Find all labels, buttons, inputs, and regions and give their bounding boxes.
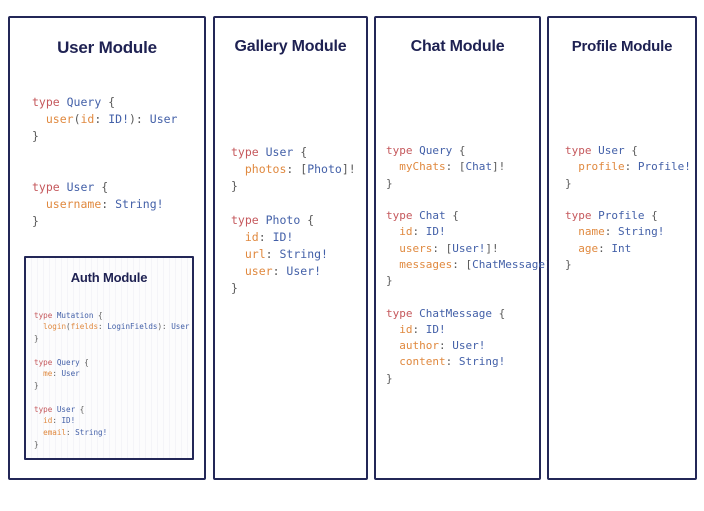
code-block-auth-module: type Mutation { login(fields: LoginField…: [34, 310, 190, 450]
panel-gallery-module[interactable]: Gallery Module type User { photos: [Phot…: [213, 16, 368, 480]
panel-title-gallery-module: Gallery Module: [234, 38, 347, 55]
code-block-chat-module: type Query { myChats: [Chat]! } type Cha…: [386, 144, 558, 385]
panel-chat-module[interactable]: Chat Module type Query { myChats: [Chat]…: [374, 16, 558, 480]
code-block-profile-module: type User { profile: Profile! } type Pro…: [565, 144, 691, 271]
panel-title-auth-module: Auth Module: [70, 270, 148, 285]
panel-profile-module[interactable]: Profile Module type User { profile: Prof…: [547, 16, 697, 480]
panel-user-module[interactable]: User Module type Query { user(id: ID!): …: [8, 16, 206, 480]
panel-title-chat-module: Chat Module: [410, 38, 505, 55]
code-block-gallery-module: type User { photos: [Photo]! } type Phot…: [231, 144, 356, 295]
panel-title-user-module: User Module: [57, 38, 157, 57]
panel-auth-module[interactable]: Auth Module type Mutation { login(fields…: [24, 256, 194, 460]
panel-title-profile-module: Profile Module: [571, 38, 673, 55]
code-block-user-module: type Query { user(id: ID!): User } type …: [32, 94, 178, 228]
